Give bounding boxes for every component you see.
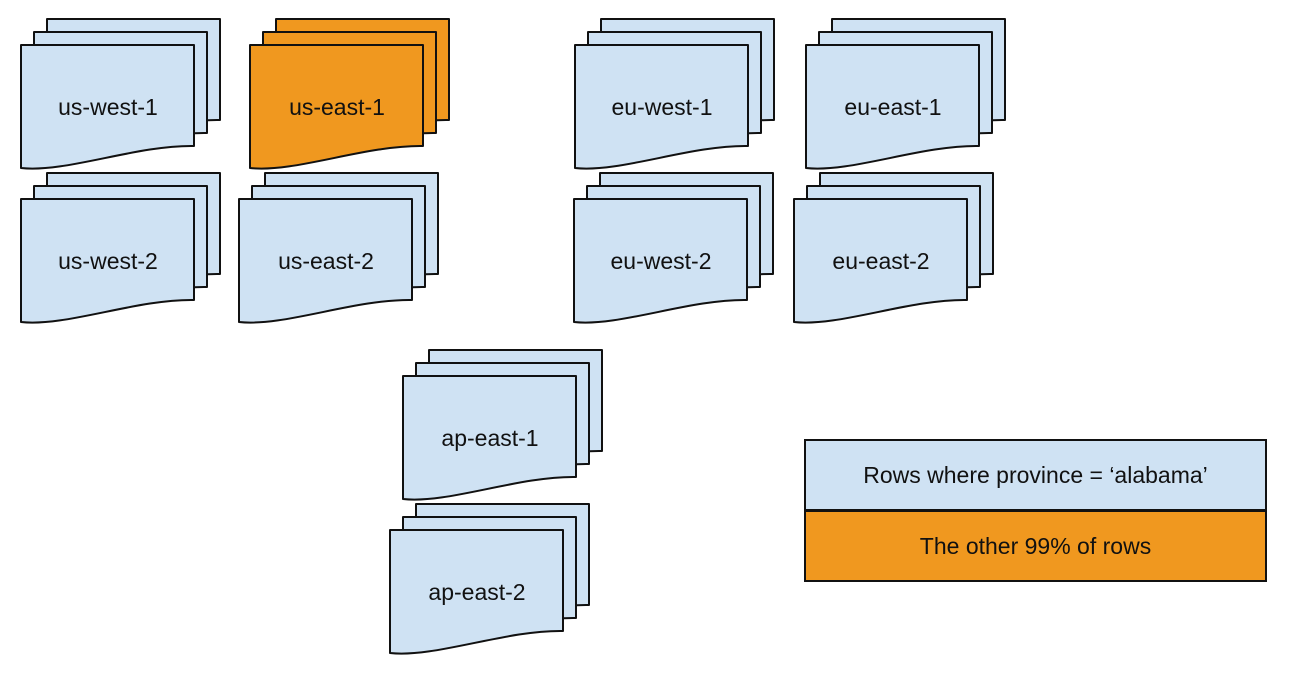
document-stack-icon: us-east-2	[238, 172, 439, 324]
region-stack-us-east-2: us-east-2	[238, 172, 441, 327]
region-stack-ap-east-1: ap-east-1	[402, 349, 605, 504]
legend-label-partition-rows: Rows where province = ‘alabama’	[863, 461, 1208, 488]
legend-item-other-rows: The other 99% of rows	[806, 509, 1265, 580]
document-stack-icon: us-east-1	[249, 18, 450, 170]
region-label: eu-east-1	[844, 94, 941, 120]
region-stack-eu-west-2: eu-west-2	[573, 172, 776, 327]
region-stack-ap-east-2: ap-east-2	[389, 503, 592, 658]
document-stack-icon: eu-east-1	[805, 18, 1006, 170]
region-label: eu-east-2	[832, 248, 929, 274]
region-stack-us-west-1: us-west-1	[20, 18, 223, 173]
legend-label-other-rows: The other 99% of rows	[919, 532, 1152, 559]
region-label: us-west-2	[58, 248, 158, 274]
region-stack-us-east-1: us-east-1	[249, 18, 452, 173]
region-label: eu-west-2	[611, 248, 712, 274]
region-stack-us-west-2: us-west-2	[20, 172, 223, 327]
document-stack-icon: eu-east-2	[793, 172, 994, 324]
document-stack-icon: us-west-2	[20, 172, 221, 324]
region-label: us-east-1	[289, 94, 385, 120]
region-stack-eu-east-1: eu-east-1	[805, 18, 1008, 173]
legend: Rows where province = ‘alabama’ The othe…	[804, 439, 1267, 582]
region-stack-eu-west-1: eu-west-1	[574, 18, 777, 173]
region-stack-eu-east-2: eu-east-2	[793, 172, 996, 327]
document-stack-icon: ap-east-2	[389, 503, 590, 655]
region-label: us-west-1	[58, 94, 158, 120]
document-stack-icon: ap-east-1	[402, 349, 603, 501]
region-label: ap-east-1	[441, 425, 538, 451]
region-label: ap-east-2	[428, 579, 525, 605]
region-label: eu-west-1	[612, 94, 713, 120]
legend-item-partition-rows: Rows where province = ‘alabama’	[806, 441, 1265, 509]
document-stack-icon: eu-west-2	[573, 172, 774, 324]
document-stack-icon: us-west-1	[20, 18, 221, 170]
document-stack-icon: eu-west-1	[574, 18, 775, 170]
region-label: us-east-2	[278, 248, 374, 274]
